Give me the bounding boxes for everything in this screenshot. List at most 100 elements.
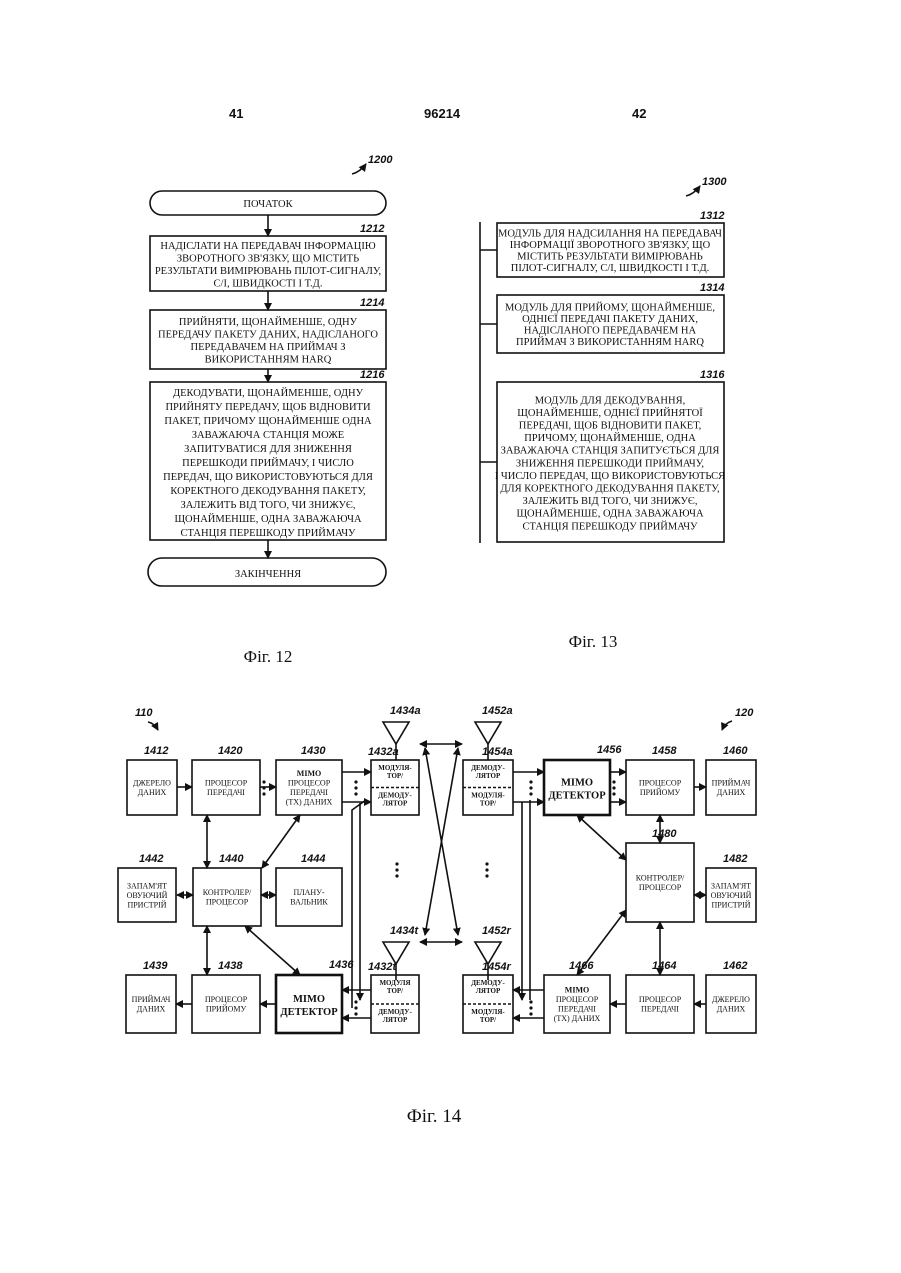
- ellipsis-dot: [485, 862, 488, 865]
- modem-text: ТОР/: [480, 800, 497, 808]
- modem-text: ЛЯТОР: [476, 772, 501, 780]
- antenna-icon: [475, 722, 501, 744]
- block-text: МІМО: [293, 994, 325, 1005]
- step-text: ВИКОРИСТАННЯМ HARQ: [205, 355, 332, 366]
- block-ref-1464: 1464: [652, 960, 676, 972]
- ellipsis-dot: [612, 780, 615, 783]
- system-ref-120: 120: [735, 707, 754, 719]
- ellipsis-dot: [529, 786, 532, 789]
- ellipsis-dot: [529, 780, 532, 783]
- modem-text: ЛЯТОР: [383, 1016, 408, 1024]
- block-ref-1444: 1444: [301, 853, 325, 865]
- ellipsis-dot: [354, 1012, 357, 1015]
- block-text: (ТХ) ДАНИХ: [554, 1014, 601, 1023]
- module-text: ПРИЧОМУ, ЩОНАЙМЕНШЕ, ОДНА: [524, 432, 696, 444]
- step-ref-1216: 1216: [360, 369, 385, 381]
- block-text: ПРОЦЕСОР: [556, 995, 599, 1004]
- step-text: ЩОНАЙМЕНШЕ, ОДНА ЗАВАЖАЮЧА: [174, 513, 361, 525]
- modem-ref-1454a: 1454a: [482, 746, 513, 758]
- block-text: ПРОЦЕСОР: [205, 779, 248, 788]
- block-text: ПЕРЕДАЧІ: [207, 788, 245, 797]
- block-text: ЗАПАМ'ЯТ: [127, 881, 167, 890]
- ellipsis-dot: [485, 874, 488, 877]
- block-text: ПРИСТРІЙ: [127, 900, 166, 909]
- control-arrow: [262, 815, 300, 868]
- modem-text: ТОР/: [387, 772, 404, 780]
- step-text: РЕЗУЛЬТАТИ ВИМІРЮВАНЬ ПІЛОТ-СИГНАЛУ,: [155, 266, 381, 277]
- ref-110-arrow: [148, 722, 158, 730]
- figure-13-module-diagram: 13001312МОДУЛЬ ДЛЯ НАДСИЛАННЯ НА ПЕРЕДАВ…: [480, 176, 727, 651]
- block-text: ПРИЙОМУ: [206, 1005, 247, 1014]
- ellipsis-dot: [354, 1000, 357, 1003]
- block-text: ДАНИХ: [137, 1005, 166, 1014]
- block-ref-1440: 1440: [219, 853, 244, 865]
- figure-12-caption: Фіг. 12: [244, 647, 293, 666]
- ellipsis-dot: [354, 1006, 357, 1009]
- block-text: КОНТРОЛЕР/: [636, 874, 685, 883]
- step-text: ПЕРЕДАЧУ ПАКЕТУ ДАНИХ, НАДІСЛАНОГО: [158, 330, 378, 341]
- step-text: СТАНЦІЯ ПЕРЕШКОДУ ПРИЙМАЧУ: [181, 527, 356, 539]
- step-text: НАДІСЛАТИ НА ПЕРЕДАВАЧ ІНФОРМАЦІЮ: [160, 241, 375, 252]
- step-text: ПЕРЕШКОДИ ПРИЙМАЧУ, І ЧИСЛО: [182, 457, 354, 469]
- modem-text: МОДУЛЯ: [379, 979, 410, 987]
- start-terminal-label: ПОЧАТОК: [243, 199, 293, 210]
- block-ref-1412: 1412: [144, 745, 168, 757]
- feedback-line: [352, 800, 366, 1008]
- control-arrow: [245, 926, 300, 975]
- block-text: ДЕТЕКТОР: [280, 1007, 338, 1018]
- block-text: ВАЛЬНИК: [290, 898, 328, 907]
- block-text: ПРОЦЕСОР: [288, 779, 331, 788]
- step-ref-1214: 1214: [360, 297, 384, 309]
- block-text: ЗАПАМ'ЯТ: [711, 881, 751, 890]
- block-ref-1442: 1442: [139, 853, 163, 865]
- step-text: КОРЕКТНОГО ДЕКОДУВАННЯ ПАКЕТУ,: [170, 486, 365, 497]
- block-ref-1436: 1436: [329, 959, 354, 971]
- block-text: ПЕРЕДАЧІ: [290, 788, 328, 797]
- module-text: МОДУЛЬ ДЛЯ НАДСИЛАННЯ НА ПЕРЕДАВАЧ: [498, 229, 722, 240]
- antenna-ref-1434t: 1434t: [390, 925, 419, 937]
- modem-text: ЛЯТОР: [383, 800, 408, 808]
- ellipsis-dot: [354, 780, 357, 783]
- block-text: ПРОЦЕСОР: [639, 995, 682, 1004]
- modem-text: МОДУЛЯ-: [378, 764, 412, 772]
- step-text: ЗАПИТУВАТИСЯ ДЛЯ ЗНИЖЕННЯ: [184, 444, 352, 455]
- antenna-icon: [383, 722, 409, 744]
- step-text: С/І, ШВИДКОСТІ І Т.Д.: [214, 279, 323, 290]
- ellipsis-dot: [262, 792, 265, 795]
- ellipsis-dot: [529, 1012, 532, 1015]
- step-text: ЗАЛЕЖИТЬ ВІД ТОГО, ЧИ ЗНИЖУЄ,: [181, 500, 356, 511]
- module-text: ПРИЙМАЧ З ВИКОРИСТАННЯМ HARQ: [516, 336, 704, 348]
- antenna-ref-1452r: 1452r: [482, 925, 511, 937]
- system-ref-110: 110: [135, 707, 153, 719]
- block-text: ПРОЦЕСОР: [206, 898, 249, 907]
- block-text: ДАНИХ: [717, 1005, 746, 1014]
- step-ref-1212: 1212: [360, 223, 384, 235]
- block-ref-1438: 1438: [218, 960, 243, 972]
- module-text: ЗАЛЕЖИТЬ ВІД ТОГО, ЧИ ЗНИЖУЄ,: [523, 496, 698, 507]
- block-ref-1439: 1439: [143, 960, 168, 972]
- end-terminal-label: ЗАКІНЧЕННЯ: [235, 569, 301, 580]
- module-text: ЩОНАЙМЕНШЕ, ОДНА ЗАВАЖАЮЧА: [516, 508, 703, 520]
- modem-text: ДЕМОДУ-: [378, 1008, 412, 1016]
- module-text: ОДНІЄЇ ПЕРЕДАЧІ ПАКЕТУ ДАНИХ,: [522, 313, 698, 325]
- figure-13-caption: Фіг. 13: [569, 632, 618, 651]
- block-text: МІМО: [565, 986, 589, 995]
- module-ref-1316: 1316: [700, 369, 725, 381]
- block-text: МІМО: [561, 778, 593, 789]
- block-ref-1460: 1460: [723, 745, 748, 757]
- ellipsis-dot: [354, 792, 357, 795]
- block-text: ДАНИХ: [717, 788, 746, 797]
- step-text: ПЕРЕДАВАЧЕМ НА ПРИЙМАЧ З: [191, 341, 346, 353]
- modem-text: ДЕМОДУ-: [471, 979, 505, 987]
- block-text: КОНТРОЛЕР/: [203, 888, 252, 897]
- block-ref-1458: 1458: [652, 745, 677, 757]
- block-text: ПРОЦЕСОР: [205, 995, 248, 1004]
- figure-12-ref: 1200: [368, 154, 393, 166]
- block-ref-1466: 1466: [569, 960, 594, 972]
- module-text: ПЕРЕДАЧІ, ЩОБ ВІДНОВИТИ ПАКЕТ,: [519, 421, 701, 432]
- block-ref-1462: 1462: [723, 960, 747, 972]
- block-ref-1430: 1430: [301, 745, 326, 757]
- step-text: ЗВОРОТНОГО ЗВ'ЯЗКУ, ЩО МІСТИТЬ: [177, 254, 359, 265]
- antenna-ref-1452a: 1452a: [482, 705, 513, 717]
